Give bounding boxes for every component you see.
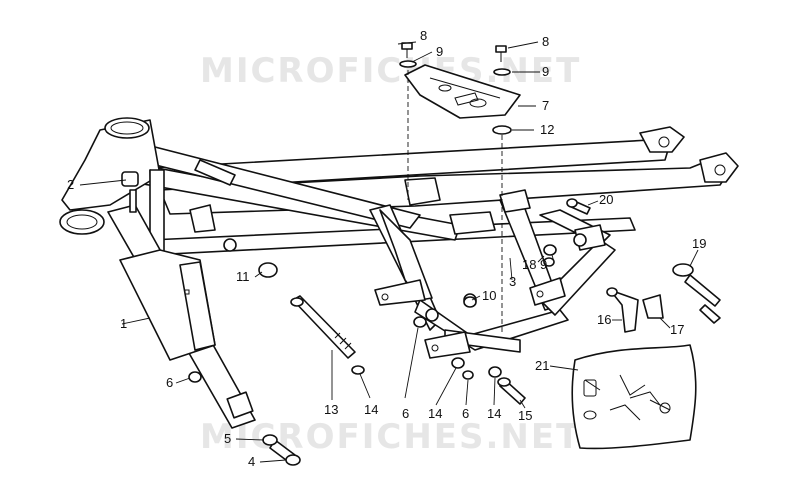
callout-8-right: 8: [542, 34, 549, 49]
washer-9-left: [399, 60, 417, 68]
nut-6-mid: [462, 370, 474, 380]
nut-14-left: [351, 365, 365, 375]
callout-6-left: 6: [166, 375, 173, 390]
nut-6-center: [413, 316, 427, 328]
washer-9-right: [493, 68, 511, 76]
callout-18: 18: [522, 257, 536, 272]
callout-labels: 1 2 3 4 5 6 6 6 7 8 8 9 9 9 10 11 12 13 …: [67, 28, 706, 469]
bolt-20: [566, 198, 591, 215]
callout-4: 4: [248, 454, 255, 469]
callout-9-right: 9: [542, 64, 549, 79]
callout-10: 10: [482, 288, 496, 303]
steering-lock: [121, 171, 139, 213]
callout-17: 17: [670, 322, 684, 337]
pivot-bolt: [290, 295, 356, 359]
callout-3: 3: [509, 274, 516, 289]
callout-6-center: 6: [402, 406, 409, 421]
callout-6-right: 6: [462, 406, 469, 421]
callout-9-mid: 9: [540, 257, 547, 272]
nut-14-mid: [451, 357, 465, 369]
spacer-12: [492, 125, 512, 135]
washer-9-mid: [543, 244, 557, 256]
tool-kit-bag: [571, 344, 697, 450]
callout-7: 7: [542, 98, 549, 113]
nut-6-left: [188, 371, 202, 383]
callout-8-left: 8: [420, 28, 427, 43]
callout-16: 16: [597, 312, 611, 327]
callout-2: 2: [67, 177, 74, 192]
headstock: [59, 117, 165, 253]
callout-13: 13: [324, 402, 338, 417]
callout-14-left: 14: [364, 402, 378, 417]
bolt-15: [497, 377, 526, 405]
callout-14-mid: 14: [428, 406, 442, 421]
frame-assembly: [59, 117, 739, 429]
callout-21: 21: [535, 358, 549, 373]
rubber-bush: [258, 262, 278, 278]
callout-5: 5: [224, 431, 231, 446]
watermark-top: MICROFICHES.NET: [200, 51, 581, 91]
callout-19: 19: [692, 236, 706, 251]
callout-20: 20: [599, 192, 613, 207]
leader-lines: [79, 41, 699, 463]
callout-15: 15: [518, 408, 532, 423]
nut-14-right: [488, 366, 502, 378]
seat-lock: [606, 287, 639, 333]
callout-12: 12: [540, 122, 554, 137]
callout-1: 1: [120, 316, 127, 331]
battery-tray: [404, 64, 521, 119]
washer-5: [262, 434, 278, 446]
callout-11: 11: [236, 269, 250, 284]
callout-9-left: 9: [436, 44, 443, 59]
bolt-8-right: [495, 45, 507, 62]
key-lock: [672, 263, 721, 324]
callout-14-right: 14: [487, 406, 501, 421]
lock-cover: [642, 294, 664, 319]
watermark-bottom: MICROFICHES.NET: [200, 417, 581, 457]
